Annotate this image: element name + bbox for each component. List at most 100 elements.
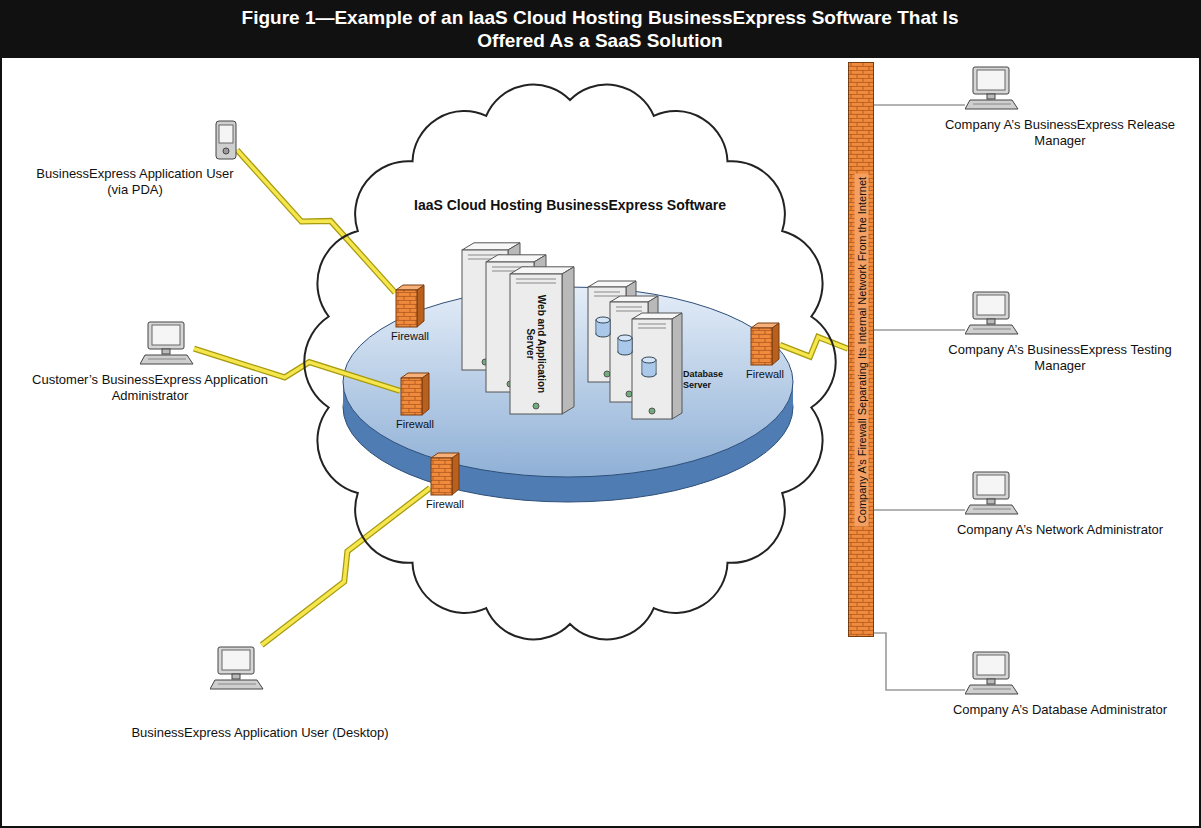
icon-part [510, 274, 562, 414]
network-line [874, 633, 965, 690]
lightning-bolt [780, 337, 848, 357]
icon-part [215, 120, 237, 160]
icon-part [632, 319, 672, 419]
icon-part [973, 67, 1009, 94]
network-line-path [874, 633, 965, 690]
database-server: Database Server [580, 257, 730, 427]
workstation-user: Company A’s Database Administrator [940, 650, 1180, 718]
workstation-user: BusinessExpress Application User (Deskto… [40, 645, 480, 741]
network-line [874, 510, 965, 511]
user-label: BusinessExpress Application User (Deskto… [40, 725, 480, 741]
workstation-user: Company A’s Network Administrator [940, 470, 1180, 538]
perimeter-firewall: Company A’s Firewall Separating Its Inte… [848, 62, 874, 637]
icon-part [751, 328, 772, 365]
icon-part [973, 689, 1011, 690]
wireless-link [262, 488, 430, 645]
mobile-user: BusinessExpress Application User (via PD… [30, 120, 240, 198]
cloud-heading: IaaS Cloud Hosting BusinessExpress Softw… [290, 197, 850, 214]
icon-part [210, 680, 263, 689]
firewall-node: Firewall [375, 284, 445, 343]
firewall-icon [750, 322, 780, 366]
icon-part [216, 121, 236, 159]
icon-part [973, 104, 1011, 105]
icon-part [965, 290, 1019, 336]
icon-part [148, 322, 184, 349]
icon-part [973, 292, 1009, 319]
lightning-outline [262, 488, 430, 645]
icon-part [604, 371, 610, 377]
icon-part [616, 311, 642, 312]
icon-part [626, 391, 632, 397]
icon-part [965, 470, 1019, 516]
network-line-path [874, 329, 965, 331]
icon-part [223, 148, 229, 154]
lightning-bolt [237, 150, 395, 293]
icon-part [148, 359, 186, 360]
icon-part [218, 684, 256, 685]
firewall-label: Firewall [410, 498, 480, 511]
icon-part [401, 378, 422, 415]
icon-part [430, 452, 460, 496]
icon-part [977, 70, 1005, 90]
cloud-outline-path [304, 85, 835, 640]
icon-part [162, 349, 170, 354]
user-label: Company A’s Network Administrator [940, 522, 1180, 538]
firewall-icon [400, 372, 430, 416]
icon-part [395, 284, 425, 328]
icon-part [638, 324, 666, 325]
user-label: Company A’s BusinessExpress Release Mana… [940, 117, 1180, 149]
vertical-label-holder: Web and Application Server [516, 289, 556, 399]
icon-part [594, 292, 620, 293]
workstation-user: Company A’s BusinessExpress Release Mana… [940, 65, 1180, 149]
icon-part [973, 329, 1011, 330]
icon-part [596, 317, 610, 323]
workstation-user: Customer’s BusinessExpress Application A… [25, 320, 275, 404]
icon-part [222, 650, 250, 670]
icon-part [533, 403, 539, 409]
icon-part [973, 652, 1009, 679]
firewall-label: Firewall [730, 368, 800, 381]
user-label: Customer’s BusinessExpress Application A… [25, 372, 275, 404]
icon-part [396, 290, 417, 327]
network-line-path [874, 509, 965, 511]
computer-icon [965, 650, 1019, 696]
vertical-label-holder: Company A’s Firewall Separating Its Inte… [848, 62, 874, 637]
web-server: Web and Application Server [450, 220, 580, 425]
firewall-node: Firewall [380, 372, 450, 431]
icon-part [450, 220, 580, 425]
icon-part [562, 267, 574, 414]
icon-part [649, 408, 655, 414]
icon-part [452, 453, 459, 495]
firewall-label: Firewall [380, 418, 450, 431]
icon-part [977, 655, 1005, 675]
icon-part [219, 125, 233, 143]
icon-part [431, 453, 459, 458]
firewall-wall-face [849, 63, 874, 637]
server-art [580, 257, 730, 427]
icon-part [516, 283, 556, 284]
icon-part [977, 295, 1005, 315]
icon-part [516, 279, 556, 280]
icon-part [400, 372, 430, 416]
wireless-link [780, 337, 848, 357]
workstation-user: Company A’s BusinessExpress Testing Mana… [940, 290, 1180, 374]
cloud-region: IaaS Cloud Hosting BusinessExpress Softw… [290, 62, 850, 652]
icon-part [152, 325, 180, 345]
lightning-bolt [262, 488, 430, 645]
wireless-link [237, 150, 395, 293]
firewall-icon [395, 284, 425, 328]
icon-part [965, 685, 1018, 694]
icon-part [987, 94, 995, 99]
icon-part [232, 674, 240, 679]
icon-part [987, 499, 995, 504]
icon-part [580, 257, 730, 427]
icon-part [965, 650, 1019, 696]
icon-part [140, 355, 193, 364]
lightning-outline [237, 150, 395, 293]
user-label: BusinessExpress Application User (via PD… [30, 166, 240, 198]
lightning-outline [780, 337, 848, 357]
icon-part [616, 307, 642, 308]
pda-icon [215, 120, 237, 160]
